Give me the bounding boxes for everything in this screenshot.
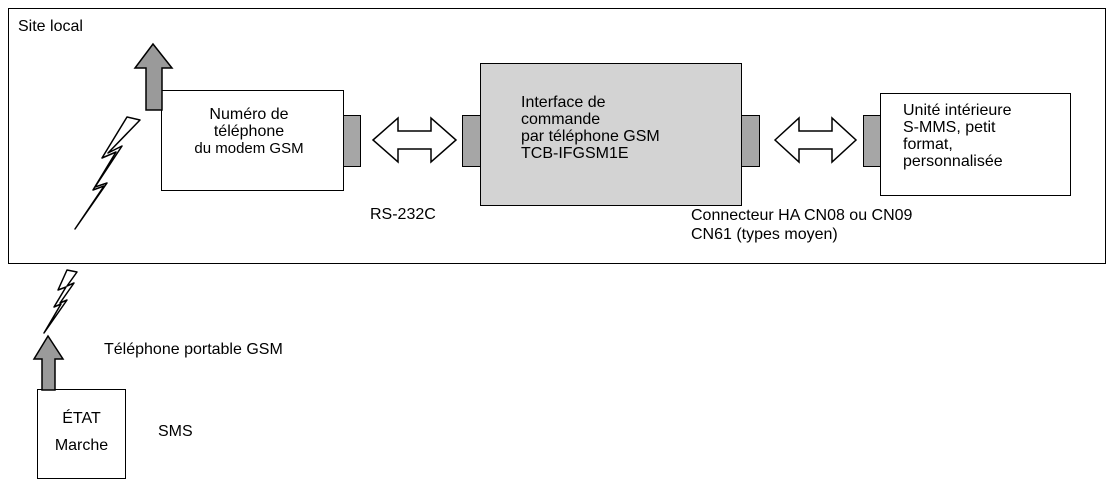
indoor-line-1: Unité intérieure [903,102,1012,119]
modem-line-2: téléphone [213,123,285,140]
site-local-frame [8,8,1106,264]
mobile-phone-label: Téléphone portable GSM [104,341,283,358]
interface-box-text: Interface de commande par téléphone GSM … [521,94,660,162]
modem-line-3: du modem GSM [194,140,304,157]
interface-line-3: par téléphone GSM [521,128,660,145]
indoor-unit-connector [863,115,881,167]
interface-line-1: Interface de [521,94,606,111]
connector-label-line-1: Connecteur HA CN08 ou CN09 [691,207,913,224]
modem-box-text: Numéro de téléphone du modem GSM [161,106,337,157]
interface-line-2: commande [521,111,601,128]
connector-double-arrow [773,116,858,164]
connector-label: Connecteur HA CN08 ou CN09 CN61 (types m… [691,206,912,244]
phone-up-arrow [32,334,65,391]
indoor-unit-text: Unité intérieure S-MMS, petit format, pe… [903,102,1012,170]
modem-up-arrow [133,42,174,111]
indoor-line-3: format, [903,136,953,153]
indoor-line-4: personnalisée [903,153,1003,170]
state-box-text: ÉTAT Marche [37,405,126,459]
rs232-label: RS-232C [370,206,436,223]
state-line-2: Marche [54,437,109,454]
lightning-bolt-small-icon [43,269,78,334]
indoor-line-2: S-MMS, petit [903,119,996,136]
modem-connector [343,115,361,167]
interface-left-connector [462,115,481,167]
rs232-double-arrow [371,116,458,164]
state-line-1: ÉTAT [62,410,101,427]
sms-label: SMS [158,423,193,440]
modem-line-1: Numéro de [209,106,289,123]
interface-right-connector [741,115,760,167]
interface-line-4: TCB-IFGSM1E [521,145,629,162]
lightning-bolt-large-icon [74,116,141,230]
site-local-label: Site local [18,18,83,35]
connector-label-line-2: CN61 (types moyen) [691,226,838,243]
